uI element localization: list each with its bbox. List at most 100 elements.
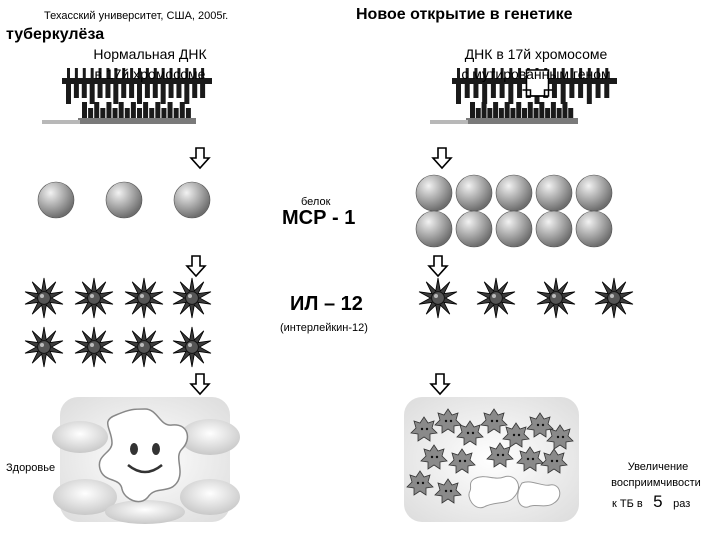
sick-cell-eye (436, 456, 438, 458)
cytokine-cell-core (608, 292, 621, 305)
dna-base-pair (106, 102, 111, 118)
right-outcome-line1: Увеличение (600, 461, 716, 473)
sick-cell-eye (421, 428, 423, 430)
dna-base-pair (180, 102, 185, 118)
dna-base-pair (90, 84, 95, 104)
cytokine-caption: (интерлейкин-12) (280, 322, 368, 334)
dna-base-pair (557, 108, 562, 118)
down-arrow-icon (191, 148, 209, 168)
right-outcome-suffix: раз (673, 498, 690, 510)
dna-base-pair (493, 102, 498, 118)
sick-cell-eye (464, 460, 466, 462)
dna-strand-end (42, 120, 80, 124)
sick-cell-eye (472, 432, 474, 434)
dna-base-pair (100, 108, 105, 118)
dna-base-pair (528, 102, 533, 118)
down-arrow-icon (429, 256, 447, 276)
dna-base-pair (499, 108, 504, 118)
dna-base-pair (98, 84, 103, 98)
dna-base-pair (552, 84, 557, 98)
protein-sphere (536, 211, 572, 247)
cytokine-cell-core (88, 341, 101, 354)
dna-base-pair (145, 84, 150, 98)
cytokine-cell-highlight (434, 294, 438, 298)
cytokine-cell-highlight (552, 294, 556, 298)
cytokine-cell-highlight (188, 343, 192, 347)
dna-base-pair (482, 102, 487, 118)
sick-cell-eye (497, 454, 499, 456)
left-dna-sublabel: в 17й хромосоме (60, 66, 240, 82)
sick-cell-eye (537, 424, 539, 426)
dna-base-pair (74, 84, 79, 98)
down-arrow-icon (431, 374, 449, 394)
dna-base-pair (562, 102, 567, 118)
dna-base-pair (143, 102, 148, 118)
cytokine-cell-highlight (492, 294, 496, 298)
sick-cell-eye (518, 434, 520, 436)
sick-cell-eye (502, 454, 504, 456)
cytokine-cell-highlight (140, 294, 144, 298)
dna-bottom-strand (466, 118, 578, 124)
dna-base-pair (113, 84, 118, 104)
dna-base-pair (500, 84, 505, 98)
dna-bottom-strand (78, 118, 196, 124)
dna-base-pair (169, 84, 174, 98)
cytokine-cell-highlight (140, 343, 144, 347)
protein-name: МСР - 1 (282, 207, 355, 230)
dna-base-pair (522, 108, 527, 118)
dna-base-pair (551, 102, 556, 118)
sick-cell-eye (532, 458, 534, 460)
dna-base-pair (176, 84, 181, 98)
right-outcome-line2: восприимчивости (594, 477, 718, 489)
dna-base-pair (149, 108, 154, 118)
dna-base-pair (94, 102, 99, 118)
dna-base-pair (568, 108, 573, 118)
dna-base-pair (470, 102, 475, 118)
sick-cell-eye (527, 458, 529, 460)
dna-base-pair (184, 84, 189, 104)
sick-cell-eye (445, 420, 447, 422)
dna-base-pair (88, 108, 93, 118)
dna-base-pair (473, 84, 478, 98)
cytokine-cell-highlight (40, 343, 44, 347)
sick-cell-eye (496, 420, 498, 422)
sick-cell-eye (417, 482, 419, 484)
cytokine-cell-highlight (40, 294, 44, 298)
dna-base-pair (186, 108, 191, 118)
sick-cell-eye (450, 420, 452, 422)
dna-base-pair (456, 84, 461, 104)
sick-cell-eye (450, 490, 452, 492)
sick-cell-eye (422, 482, 424, 484)
left-outcome-label: Здоровье (6, 462, 55, 474)
dna-base-pair (82, 84, 87, 98)
protein-sphere (456, 175, 492, 211)
dna-base-pair (517, 84, 522, 98)
sick-cell-eye (557, 436, 559, 438)
cytokine-cell-core (88, 292, 101, 305)
dna-base-pair (119, 102, 124, 118)
protein-sphere (536, 175, 572, 211)
dna-base-pair (155, 102, 160, 118)
cytokine-cell-core (186, 341, 199, 354)
dna-base-pair (153, 84, 158, 98)
sick-cell-eye (556, 460, 558, 462)
dna-base-pair (505, 102, 510, 118)
sick-cell-eye (551, 460, 553, 462)
dna-base-pair (137, 84, 142, 104)
cytokine-cell-core (490, 292, 503, 305)
dna-base-pair (516, 102, 521, 118)
dna-base-pair (66, 84, 71, 104)
sick-cell-eye (459, 460, 461, 462)
dna-base-pair (534, 108, 539, 118)
dna-base-pair (561, 84, 566, 104)
dna-base-pair (487, 108, 492, 118)
sick-cells-picture (404, 397, 579, 522)
protein-sphere (38, 182, 74, 218)
dna-base-pair (121, 84, 126, 98)
dna-base-pair (578, 84, 583, 98)
right-outcome-multiplier: 5 (653, 492, 662, 511)
dna-base-pair (161, 108, 166, 118)
down-arrow-icon (433, 148, 451, 168)
cytokine-cell-core (432, 292, 445, 305)
down-arrow-icon (187, 256, 205, 276)
